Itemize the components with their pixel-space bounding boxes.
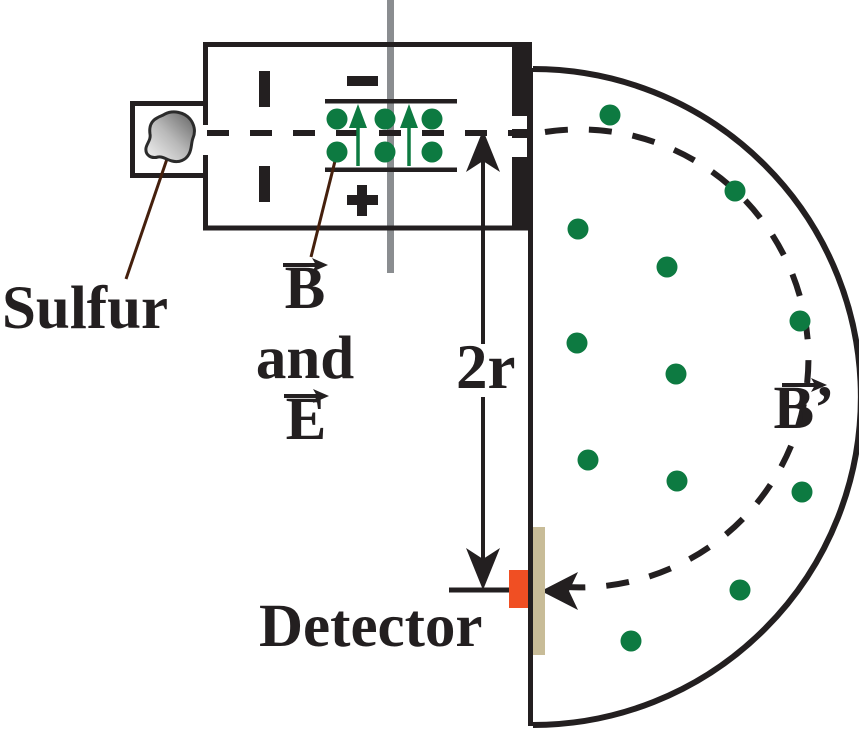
selector-field-arrow <box>400 104 418 166</box>
ion-dot <box>326 141 348 163</box>
e-field-label: E <box>283 389 329 450</box>
ion-dot <box>666 470 688 492</box>
negative-electrode-symbol <box>347 76 378 86</box>
plus-vertical-bar <box>357 185 367 216</box>
diameter-label: 2r <box>456 332 516 402</box>
collimator-bar-bottom <box>259 166 270 202</box>
ion-dot <box>656 256 678 278</box>
ion-dot <box>599 104 621 126</box>
ion-dot <box>620 630 642 652</box>
support-rod <box>387 0 394 273</box>
ion-dot <box>729 579 751 601</box>
detector-sensor <box>509 570 528 608</box>
selector-field-arrow <box>349 104 367 166</box>
radius-arrowhead-down-icon <box>466 548 500 590</box>
vector-arrow-icon <box>283 258 328 272</box>
ion-path-dashed-arc <box>544 126 812 591</box>
selector-ion-dots <box>326 108 443 163</box>
sulfur-pointer-line <box>124 155 170 280</box>
b-field-label: B <box>282 258 328 319</box>
detector-label: Detector <box>259 593 483 660</box>
ion-dot <box>421 141 443 163</box>
vector-arrow-icon <box>284 389 329 403</box>
detector-strip <box>533 527 545 655</box>
ion-dot <box>665 363 687 385</box>
ion-dot <box>789 310 811 332</box>
ion-dot <box>374 141 396 163</box>
semicircle-chamber-outline <box>532 66 859 728</box>
ion-dot <box>421 108 443 130</box>
radius-arrowhead-up-icon <box>466 130 500 172</box>
vector-arrow-icon <box>782 378 827 392</box>
collimator-bar-top <box>259 71 270 107</box>
ion-dot <box>374 108 396 130</box>
ion-dot <box>791 481 813 503</box>
ion-dot <box>577 449 599 471</box>
conjunction-label: and <box>255 325 355 392</box>
ion-dot <box>724 180 746 202</box>
b-prime-field-label: B ’ <box>774 378 835 439</box>
field-region-ion-dots <box>566 104 813 652</box>
positive-electrode-symbol <box>347 185 378 216</box>
source-label: Sulfur <box>2 275 169 342</box>
ion-dot <box>567 218 589 240</box>
ion-dot <box>566 332 588 354</box>
selector-plate-bottom <box>325 167 457 172</box>
selector-plate-top <box>325 99 457 104</box>
sulfur-sample-blob <box>144 110 196 164</box>
ion-dot <box>326 108 348 130</box>
ion-path-arrowhead-icon <box>541 572 578 610</box>
b-prime-letter: B <box>773 375 815 442</box>
field-pointer-line <box>309 156 338 258</box>
b-prime-mark: ’ <box>814 375 835 442</box>
exit-wall-with-slit <box>512 42 532 230</box>
